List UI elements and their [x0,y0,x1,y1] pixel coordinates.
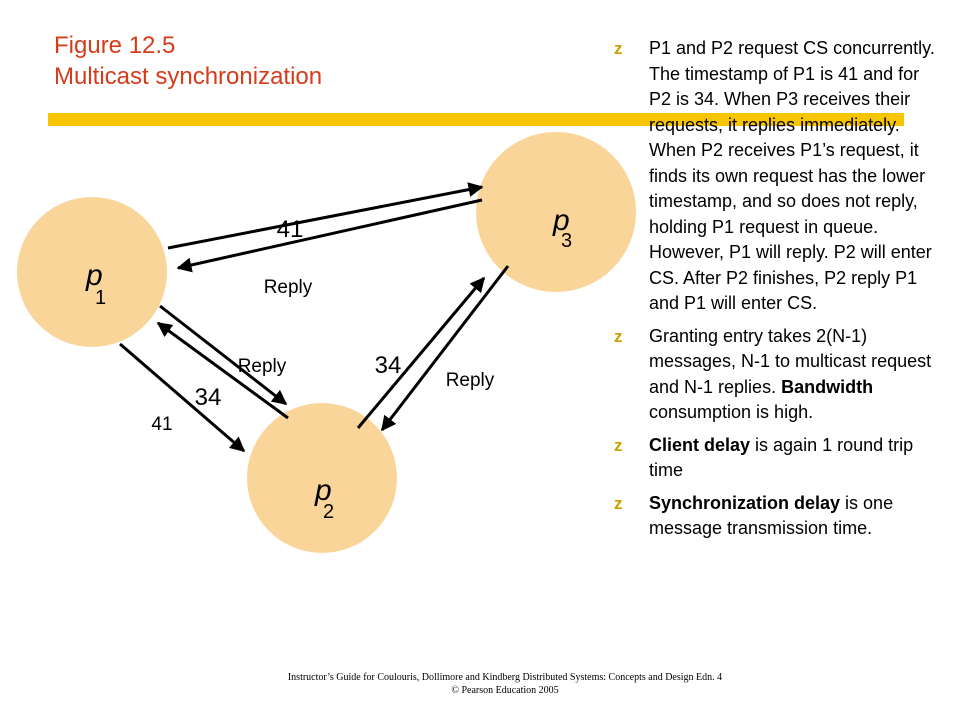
bullet-emphasis: Client delay [649,434,751,455]
explanation-bullets: z P1 and P2 request CS concurrently. The … [612,36,942,549]
bullet-item: z Synchronization delay is one message tr… [612,491,942,542]
z-bullet-icon: z [614,39,623,58]
node-label-p1: p [85,259,103,292]
bullet-text: P1 and P2 request CS concurrently. The t… [649,38,935,313]
bullet-item: z P1 and P2 request CS concurrently. The … [612,36,942,317]
arrow-p3-to-p1 [176,198,483,273]
arrow-p1-to-p3 [167,182,484,250]
z-bullet-icon: z [614,493,623,513]
bullet-item: z Client delay is again 1 round trip time [612,433,942,484]
process-node-p1 [17,197,167,347]
bullet-text: Granting entry takes 2(N-1) messages, N-… [649,325,932,397]
node-label-p2: p [314,474,332,507]
edge-label-p3-to-p1: Reply [264,277,313,298]
edge-label-p3-to-p2: Reply [446,370,495,391]
figure-caption: Multicast synchronization [54,63,323,90]
arrow-p2-to-p3 [356,276,486,429]
title-underline-bar [48,113,904,126]
node-subscript-p3: 3 [561,230,572,252]
bullet-emphasis: Bandwidth [781,376,874,397]
arrow-p1-to-p2 [159,304,288,406]
bullet-text: is again 1 round trip time [649,434,914,481]
edge-label-p2-to-p1: 34 [195,384,222,411]
footer-credit: Instructor’s Guide for Coulouris, Dollim… [287,672,723,683]
footer-copyright: © Pearson Education 2005 [451,685,559,696]
edge-label-p1-to-p2: Reply [238,356,287,377]
bullet-text: is one message transmission time. [649,492,894,539]
bullet-emphasis: Synchronization delay [649,492,841,513]
arrow-p2-to-p1 [156,321,289,420]
arrow-p1-to-p2 [119,342,246,453]
process-node-p2 [247,403,397,553]
z-bullet-icon: z [614,435,623,455]
edge-label-p1-to-p3: 41 [277,216,304,243]
edge-label-p2-to-p3: 34 [375,352,402,379]
footer: Instructor’s Guide for Coulouris, Dollim… [0,671,960,697]
node-subscript-p2: 2 [323,501,334,523]
bullet-item: z Granting entry takes 2(N-1) messages, N… [612,324,942,426]
bullet-text: consumption is high. [649,402,814,422]
node-subscript-p1: 1 [95,287,106,309]
node-label-p3: p [552,204,570,237]
slide-title: Figure 12.5 Multicast synchronization [54,30,322,92]
figure-number: Figure 12.5 [54,32,176,59]
edge-label-p1-to-p2: 41 [151,414,172,435]
arrow-p3-to-p2 [380,265,510,432]
process-node-p3 [476,132,636,292]
z-bullet-icon: z [614,326,623,346]
